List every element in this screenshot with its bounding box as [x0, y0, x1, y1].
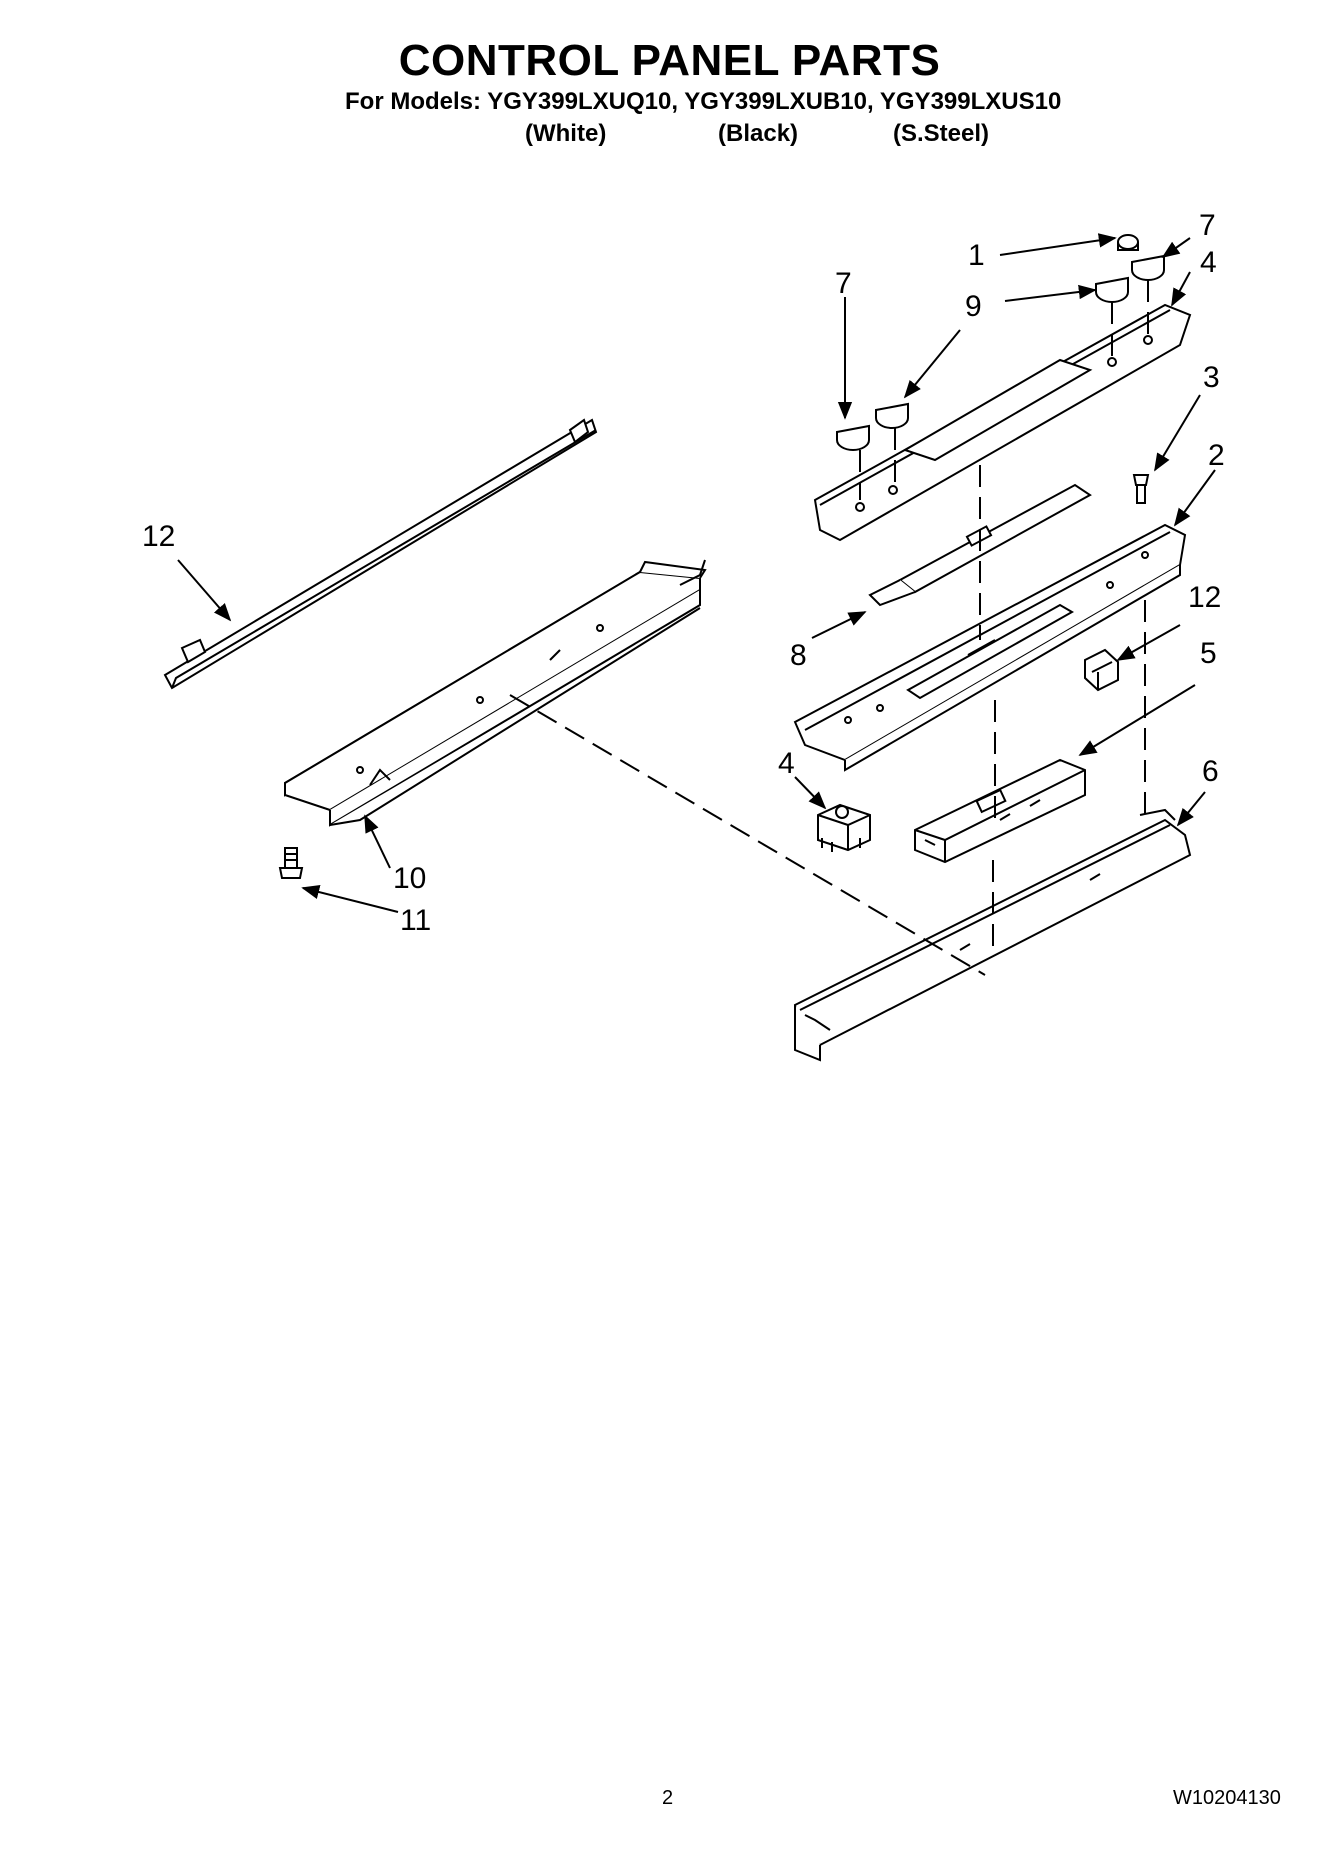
trim-strip: [163, 418, 598, 690]
callout-7-left: 7: [835, 267, 852, 300]
callout-4-top: 4: [1200, 246, 1217, 279]
callout-3: 3: [1203, 361, 1220, 394]
variant-steel: (S.Steel): [893, 120, 990, 147]
callout-7-right: 7: [1199, 209, 1216, 242]
knob-cap-1: [1117, 234, 1139, 251]
callout-4-lower: 4: [778, 747, 795, 780]
page-title: CONTROL PANEL PARTS: [398, 36, 941, 85]
membrane-overlay: [868, 483, 1092, 607]
callout-10: 10: [393, 862, 426, 895]
selector-switch: [817, 803, 871, 852]
screw-left: [278, 847, 304, 879]
leader-arrows: [177, 233, 1216, 913]
callout-9: 9: [965, 290, 982, 323]
assembly-lines: [509, 280, 1149, 976]
knob-right-9: [1095, 276, 1129, 303]
control-housing: [793, 523, 1187, 772]
clip-right: [1084, 648, 1119, 692]
bracket: [284, 559, 707, 827]
callout-12-right: 12: [1188, 581, 1221, 614]
callout-6: 6: [1202, 755, 1219, 788]
knob-left-9: [875, 402, 909, 429]
callout-11: 11: [400, 904, 431, 937]
callout-8: 8: [790, 639, 807, 672]
callout-2: 2: [1208, 439, 1225, 472]
knob-right-7: [1131, 254, 1165, 281]
models-line: For Models: YGY399LXUQ10, YGY399LXUB10, …: [345, 88, 1062, 115]
electronic-control: [914, 758, 1086, 864]
control-panel-fascia: [813, 303, 1192, 542]
variant-black: (Black): [718, 120, 799, 147]
screw-right: [1132, 474, 1150, 504]
variant-white: (White): [525, 120, 607, 147]
document-number: W10204130: [1173, 1787, 1281, 1809]
callout-12-left: 12: [142, 520, 175, 553]
callout-5: 5: [1200, 637, 1217, 670]
page-number: 2: [662, 1787, 674, 1809]
callout-1: 1: [968, 239, 985, 272]
knob-left-7: [836, 424, 870, 451]
